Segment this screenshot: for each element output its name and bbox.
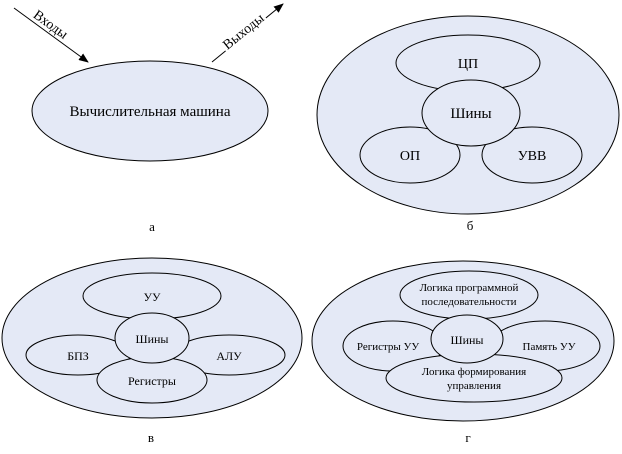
computer-ellipse [31,60,269,162]
registers-label: Регистры [128,374,176,388]
caption-b: б [467,218,474,233]
caption-a: а [149,219,155,234]
bus-label-v: Шины [135,332,168,346]
control-logic-label-1: Логика формирования [422,366,526,378]
program-logic-label-2: последовательности [422,296,517,308]
registers-label-g: Регистры УУ [357,341,420,353]
control-label: УУ [144,290,161,304]
bus-ellipse-b [421,79,521,147]
alu-label: АЛУ [216,349,242,363]
caption-g: г [465,430,470,445]
cpu-label: ЦП [458,57,478,72]
memory-label-g: Память УУ [523,341,576,353]
computer-label: Вычислительная машина [69,104,230,120]
panel-g: Логика программной последовательности Ре… [311,260,615,445]
control-logic-label-2: управления [447,380,501,392]
panel-b: ЦП ОП УВВ Шины б [316,15,620,233]
program-logic-ellipse [399,270,539,320]
panel-a: Входы Выходы Вычислительная машина а [13,2,284,234]
program-logic-label-1: Логика программной [420,282,519,294]
caption-v: в [148,430,154,445]
bpz-label: БПЗ [67,349,89,363]
bus-ellipse-g [430,314,504,364]
memory-label: ОП [400,149,420,164]
bus-label-g: Шины [450,333,483,347]
bus-label-b: Шины [450,106,491,122]
io-label: УВВ [518,149,547,164]
panel-v: УУ БПЗ АЛУ Регистры Шины в [1,257,303,445]
bus-ellipse-v [114,312,190,364]
memory-ellipse [359,126,461,184]
inputs-label-bg [28,2,78,46]
inputs-arrow [13,7,89,63]
io-ellipse [481,126,583,184]
outputs-label-bg [217,7,269,55]
